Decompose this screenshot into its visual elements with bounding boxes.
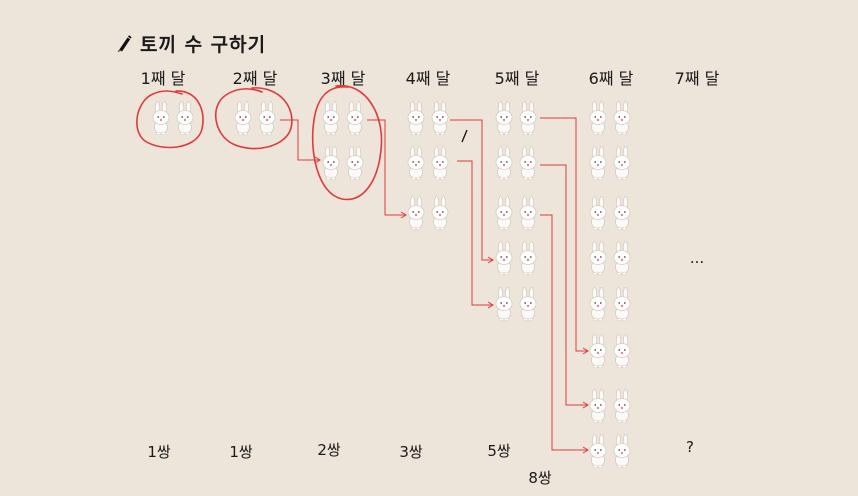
rabbit-pair-m5-4 [495, 241, 537, 276]
rabbit-pair-m3-1 [322, 101, 364, 136]
pair-count-6: 8쌍 [528, 469, 552, 487]
pair-count-5: 5쌍 [487, 442, 511, 460]
rabbit-icon [589, 241, 607, 276]
month-label-6: 6째 달 [589, 69, 634, 88]
breeding-arrow-7 [540, 214, 589, 454]
rabbit-icon [613, 101, 631, 136]
rabbit-icon [519, 287, 537, 322]
rabbit-icon [407, 196, 425, 231]
rabbit-icon [519, 146, 537, 181]
rabbit-icon [407, 101, 425, 136]
rabbit-icon [152, 101, 170, 136]
rabbit-icon [519, 241, 537, 276]
rabbit-pair-m4-3 [407, 196, 449, 231]
rabbit-icon [613, 146, 631, 181]
breeding-arrow-6 [540, 164, 589, 409]
rabbit-pair-m6-8 [589, 434, 631, 469]
pair-count-2: 1쌍 [229, 443, 253, 461]
rabbit-icon [495, 101, 513, 136]
rabbit-pair-m6-3 [589, 196, 631, 231]
rabbit-pair-m1-1 [152, 101, 194, 136]
rabbit-icon [519, 101, 537, 136]
highlight-circle-1 [136, 90, 204, 149]
rabbit-icon [258, 101, 276, 136]
month-label-7: 7째 달 [675, 69, 720, 88]
continuation-dots: ... [690, 249, 704, 267]
rabbit-icon [613, 389, 631, 424]
rabbit-icon [589, 389, 607, 424]
month-label-4: 4째 달 [406, 69, 451, 88]
breeding-arrow-5 [540, 117, 589, 355]
rabbit-pair-m6-4 [589, 241, 631, 276]
breeding-arrow-1 [280, 119, 321, 164]
rabbit-icon [613, 196, 631, 231]
rabbit-icon [495, 196, 513, 231]
rabbit-pair-m4-2 [407, 146, 449, 181]
pen-mark [461, 129, 468, 143]
title-bar: 토끼 수 구하기 [116, 30, 266, 56]
rabbit-pair-m2-1 [234, 101, 276, 136]
rabbit-icon [589, 287, 607, 322]
rabbit-pair-m6-5 [589, 287, 631, 322]
rabbit-icon [613, 434, 631, 469]
pair-count-1: 1쌍 [147, 443, 171, 461]
rabbit-pair-m6-2 [589, 146, 631, 181]
rabbit-pair-m3-2 [322, 146, 364, 181]
rabbit-pair-m4-1 [407, 101, 449, 136]
highlight-circle-2 [214, 87, 293, 150]
rabbit-icon [346, 101, 364, 136]
rabbit-icon [407, 146, 425, 181]
page-title: 토끼 수 구하기 [140, 33, 267, 56]
rabbit-icon [613, 241, 631, 276]
rabbit-icon [431, 101, 449, 136]
rabbit-icon [589, 334, 607, 369]
rabbit-icon [322, 101, 340, 136]
highlight-circle-3 [311, 85, 383, 201]
rabbit-icon [589, 146, 607, 181]
rabbit-pair-m6-7 [589, 389, 631, 424]
rabbit-icon [431, 196, 449, 231]
month-label-1: 1째 달 [141, 69, 186, 88]
rabbit-icon [495, 287, 513, 322]
month-label-3: 3째 달 [321, 69, 366, 88]
rabbit-pair-m6-1 [589, 101, 631, 136]
rabbit-icon [346, 146, 364, 181]
rabbit-icon [589, 434, 607, 469]
breeding-arrow-4 [457, 160, 494, 309]
rabbit-icon [589, 101, 607, 136]
rabbit-icon [589, 196, 607, 231]
rabbit-icon [234, 101, 252, 136]
rabbit-icon [495, 241, 513, 276]
pencil-icon [117, 35, 132, 52]
rabbit-pair-m5-3 [495, 196, 537, 231]
breeding-arrow-3 [450, 119, 494, 264]
breeding-arrow-2 [367, 119, 407, 219]
month-label-2: 2째 달 [233, 69, 278, 88]
rabbit-pair-m5-5 [495, 287, 537, 322]
rabbit-icon [495, 146, 513, 181]
pair-count-3: 2쌍 [317, 441, 341, 459]
rabbit-icon [613, 287, 631, 322]
month-label-5: 5째 달 [495, 69, 540, 88]
rabbit-pair-m6-6 [589, 334, 631, 369]
rabbit-icon [613, 334, 631, 369]
rabbit-pair-m5-2 [495, 146, 537, 181]
pair-count-7: ? [686, 438, 694, 456]
rabbit-icon [519, 196, 537, 231]
pair-count-4: 3쌍 [399, 443, 423, 461]
rabbit-pair-m5-1 [495, 101, 537, 136]
rabbit-icon [322, 146, 340, 181]
rabbit-icon [176, 101, 194, 136]
rabbit-icon [431, 146, 449, 181]
